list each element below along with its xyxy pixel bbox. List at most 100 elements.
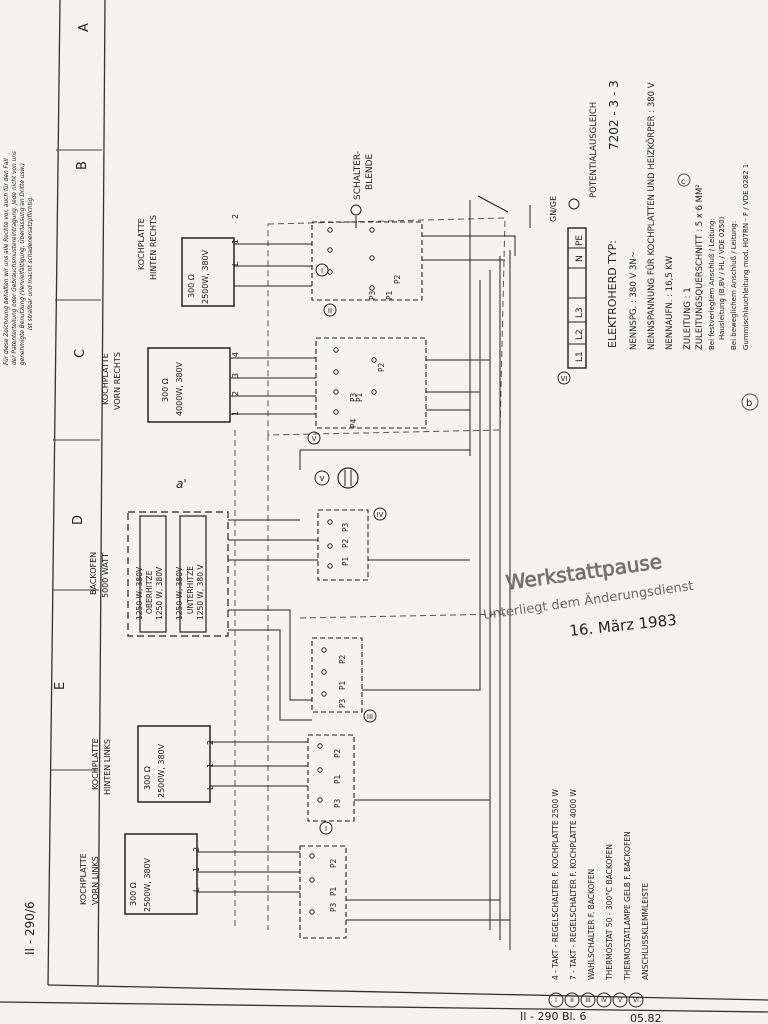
markers: I II V V IV III I VI [307,263,571,835]
svg-text:P3: P3 [341,522,350,532]
svg-text:2500W, 380V: 2500W, 380V [157,743,166,798]
svg-text:300 Ω: 300 Ω [161,378,170,402]
svg-text:2: 2 [231,214,240,219]
potential-ground-icon [568,198,580,210]
housing-outline [234,217,506,930]
svg-text:P1: P1 [385,290,394,300]
svg-text:KOCHPLATTE: KOCHPLATTE [79,853,88,905]
schalterblende-label-1: SCHALTER- [353,151,363,200]
svg-text:Hausleitung (B,BV / HL / VDE 0: Hausleitung (B,BV / HL / VDE 0250) [718,216,726,340]
svg-text:5000 WATT: 5000 WATT [101,553,110,598]
potential-label: POTENTIALAUSGLEICH [589,102,599,198]
svg-text:VORN RECHTS: VORN RECHTS [113,352,122,410]
svg-text:der Patenterteilung oder Gebra: der Patenterteilung oder Gebrauchsmuster… [12,151,18,365]
svg-text:PE: PE [575,235,585,246]
svg-text:4000W, 380V: 4000W, 380V [175,361,184,416]
legend-text-2: 7 - TAKT - REGELSCHALTER F. KOCHPLATTE 4… [569,789,578,980]
annotation-c-circle [677,173,691,187]
schalterblende-label-2: BLENDE [365,153,375,190]
legend: I 4 - TAKT - REGELSCHALTER F. KOCHPLATTE… [548,789,650,1008]
annotation-b: b [746,398,752,409]
svg-text:genehmigte Benutzung (Vervielf: genehmigte Benutzung (Vervielfältigung, … [19,163,26,365]
drawing-number: II - 290/6 [23,901,37,955]
frame-letter-b: B [75,161,90,170]
footer-date: 05.82 [630,1012,662,1024]
legend-text-3: WAHLSCHALTER F. BACKOFEN [587,869,596,980]
svg-text:KOCHPLATTE: KOCHPLATTE [137,218,146,270]
svg-text:P4: P4 [349,418,358,428]
marker-iv-mid: IV [377,511,384,519]
svg-text:1: 1 [206,763,215,768]
switch-boxes [299,221,427,939]
svg-text:P2: P2 [338,654,347,664]
svg-text:NENNAUFN. : 16,5 KW: NENNAUFN. : 16,5 KW [665,255,675,350]
svg-text:1: 1 [231,239,240,244]
legend-text-1: 4 - TAKT - REGELSCHALTER F. KOCHPLATTE 2… [551,789,560,980]
svg-text:Für diese Zeichnung behalten w: Für diese Zeichnung behalten wir uns all… [4,158,10,365]
svg-text:Bei beweglichem Anschluß / Lei: Bei beweglichem Anschluß / Leitung: [730,221,738,350]
svg-text:GN/GE: GN/GE [549,196,558,222]
marker-i-low: I [325,825,327,833]
svg-text:UNTERHITZE: UNTERHITZE [186,566,195,614]
annotation-a: a' [176,477,187,491]
marker-v-upper: V [312,435,317,443]
legend-num-5: V [618,997,623,1004]
schalterblende-ground-icon [350,204,362,216]
frame-letter-a: A [77,23,92,32]
svg-text:P2: P2 [393,274,402,284]
terminal-block: L1 L2 L3 N PE GN/GE [549,196,587,369]
marker-i-top: I [321,267,323,275]
svg-text:ist strafbar und macht schaden: ist strafbar und macht schadenersatzpfli… [28,196,34,330]
svg-text:Bei festverlegtem Anschluß / L: Bei festverlegtem Anschluß / Leitung: [708,218,716,350]
legend-num-6: VI [633,997,639,1004]
frame-letter-d: D [71,515,86,525]
svg-text:L2: L2 [575,329,585,340]
legend-text-5: THERMOSTATLAMPE GELB F. BACKOFEN [623,831,632,981]
svg-text:7202 - 3 - 3: 7202 - 3 - 3 [607,80,621,150]
thermostat-lamp-icon [337,467,359,489]
svg-text:2: 2 [231,391,240,396]
svg-text:2500W, 380V: 2500W, 380V [201,249,210,304]
wiring [197,195,531,950]
svg-text:BACKOFEN: BACKOFEN [89,552,98,595]
unit-kp-hinten-rechts: 300 Ω 2500W, 380V KOCHPLATTE HINTEN RECH… [137,214,240,307]
svg-text:P1: P1 [333,774,342,784]
unit-backofen: 1250 W, 380V OBERHITZE 1250 W, 380V 1250… [89,511,229,637]
svg-text:ZULEITUNGSQUERSCHNITT : 5 x 6: ZULEITUNGSQUERSCHNITT : 5 x 6 MM² [695,184,705,350]
legend-text-4: THERMOSTAT 50 - 300°C BACKOFEN [605,844,614,981]
svg-text:1250 W, 380V: 1250 W, 380V [155,566,164,620]
svg-text:VORN LINKS: VORN LINKS [91,856,100,905]
annotation-b-circle [741,393,759,411]
marker-v-mid: V [320,475,325,483]
svg-text:P3: P3 [338,698,347,708]
svg-text:P1: P1 [338,680,347,690]
marker-ii-top: II [328,307,332,315]
svg-text:300 Ω: 300 Ω [143,766,152,790]
frame-letter-e: E [53,682,68,690]
frame-letter-c: C [73,349,88,358]
svg-text:1: 1 [192,867,201,872]
svg-text:L: L [231,261,240,266]
svg-text:P2: P2 [341,538,350,548]
svg-text:L: L [206,785,215,790]
svg-text:KOCHPLATTE: KOCHPLATTE [101,353,110,405]
svg-text:HINTEN LINKS: HINTEN LINKS [103,739,112,795]
svg-text:HINTEN RECHTS: HINTEN RECHTS [149,215,158,280]
svg-text:L1: L1 [575,351,585,362]
svg-text:P2: P2 [377,362,386,372]
legend-num-3: III [585,997,591,1004]
svg-text:P1: P1 [329,886,338,896]
switch-pin-labels: P2 P3 P1 P2 P3 P1 P4 P1 P2 P3 P2 P1 P3 P… [329,274,402,912]
svg-text:P3: P3 [329,902,338,912]
svg-text:ELEKTROHERD TYP:: ELEKTROHERD TYP: [606,240,619,348]
svg-text:P3: P3 [333,798,342,808]
svg-text:L3: L3 [575,307,585,318]
legend-num-2: II [570,997,574,1004]
frame-row-ticks [50,149,102,771]
svg-text:P1: P1 [341,556,350,566]
svg-text:300 Ω: 300 Ω [187,274,196,298]
svg-text:N: N [575,255,585,262]
marker-vi-block: VI [561,375,568,383]
